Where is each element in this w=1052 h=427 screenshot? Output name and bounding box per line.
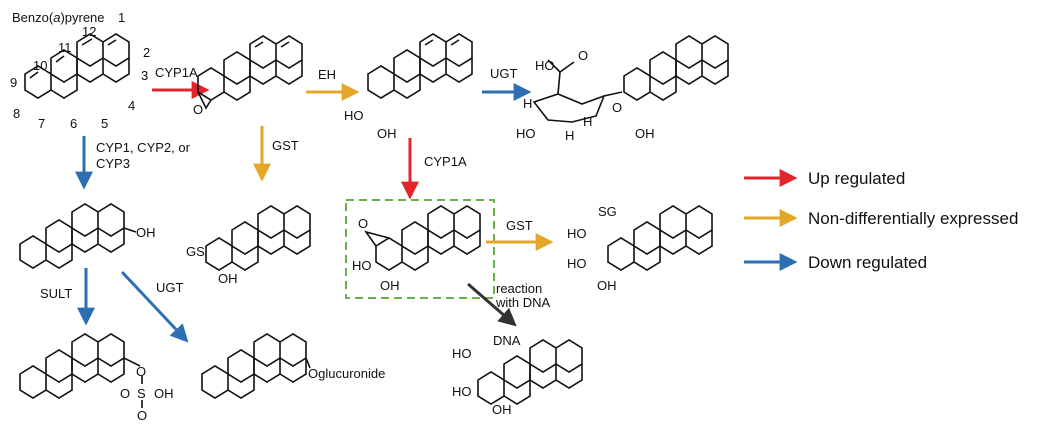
sg-adduct-ho-2: HO <box>567 256 587 271</box>
atom-number-12: 12 <box>82 24 96 39</box>
sulfate-oh: OH <box>154 386 174 401</box>
glucuronide-ho-2: HO <box>516 126 536 141</box>
arrow-ugt-low <box>120 270 189 343</box>
label-sult: SULT <box>40 286 72 301</box>
glucuronide-ho: HO <box>535 58 555 73</box>
label-cyp1a-top: CYP1A <box>155 65 198 80</box>
atom-number-11: 11 <box>58 40 72 55</box>
glucuronide-o-carbonyl: O <box>578 48 588 63</box>
atom-number-6: 6 <box>70 116 77 131</box>
molecule-3-hydroxy <box>19 203 137 269</box>
molecule-sg-adduct <box>607 205 713 271</box>
sg-adduct-oh: OH <box>597 278 617 293</box>
label-cyp-multi-1: CYP1, CYP2, or <box>96 140 191 155</box>
legend-label-neutral: Non-differentially expressed <box>808 209 1018 228</box>
dna-adduct-ho-1: HO <box>452 346 472 361</box>
molecule-benzo-a-pyrene <box>24 33 130 99</box>
sg-adduct-sg: SG <box>598 204 617 219</box>
epoxide-oxygen: O <box>193 102 203 117</box>
legend-label-down: Down regulated <box>808 253 927 272</box>
label-gst-mid: GST <box>272 138 299 153</box>
atom-number-1: 1 <box>118 10 125 25</box>
dna-adduct-dna: DNA <box>493 333 521 348</box>
label-eh: EH <box>318 67 336 82</box>
molecule-dna-adduct <box>477 339 583 405</box>
molecule-oglucuronide <box>201 333 311 399</box>
glucuronide-h-1: H <box>523 96 532 111</box>
atom-number-3: 3 <box>141 68 148 83</box>
label-gst-right: GST <box>506 218 533 233</box>
label-cyp1a-mid: CYP1A <box>424 154 467 169</box>
molecule-sulfate <box>19 333 143 408</box>
glucuronide-ring-o: O <box>612 100 622 115</box>
sulfate-s: S <box>137 386 146 401</box>
diol-epoxide-ho: HO <box>352 258 372 273</box>
atom-number-10: 10 <box>33 58 47 73</box>
diol-epoxide-o: O <box>358 216 368 231</box>
sg-adduct-ho-1: HO <box>567 226 587 241</box>
arrow-dna-reaction <box>467 282 517 327</box>
atom-number-8: 8 <box>13 106 20 121</box>
glucuronide-h-3: H <box>583 114 592 129</box>
dihydrodiol-ho: HO <box>344 108 364 123</box>
molecule-diol-epoxide <box>364 205 481 271</box>
sulfate-o-bottom: O <box>137 408 147 423</box>
hydroxy-oh: OH <box>136 225 156 240</box>
molecule-epoxide <box>197 35 303 110</box>
label-ugt-low: UGT <box>156 280 184 295</box>
label-ugt-top: UGT <box>490 66 518 81</box>
atom-number-5: 5 <box>101 116 108 131</box>
dna-adduct-ho-2: HO <box>452 384 472 399</box>
diol-epoxide-oh: OH <box>380 278 400 293</box>
atom-number-2: 2 <box>143 45 150 60</box>
gs-adduct-oh: OH <box>218 271 238 286</box>
oglucuronide-label: Oglucuronide <box>308 366 385 381</box>
molecule-dihydrodiol <box>367 33 473 99</box>
molecule-gs-adduct <box>205 205 311 271</box>
atom-number-7: 7 <box>38 116 45 131</box>
highlight-box-diol-epoxide <box>345 199 495 299</box>
dna-adduct-oh: OH <box>492 402 512 417</box>
glucuronide-oh: OH <box>635 126 655 141</box>
atom-number-4: 4 <box>128 98 135 113</box>
glucuronide-h-2: H <box>565 128 574 143</box>
atom-number-9: 9 <box>10 75 17 90</box>
label-dna-reaction-1: reaction <box>496 281 542 296</box>
sulfate-o-left: O <box>120 386 130 401</box>
dihydrodiol-oh: OH <box>377 126 397 141</box>
molecule-glucuronide <box>532 35 729 123</box>
label-cyp-multi-2: CYP3 <box>96 156 130 171</box>
sulfate-o-link: O <box>136 364 146 379</box>
title-benzo-a-pyrene: Benzo(a)pyrene <box>12 10 105 25</box>
label-dna-reaction-2: with DNA <box>495 295 551 310</box>
legend: Up regulated Non-differentially expresse… <box>744 169 1018 272</box>
legend-label-up: Up regulated <box>808 169 905 188</box>
gs-adduct-gs: GS <box>186 244 205 259</box>
